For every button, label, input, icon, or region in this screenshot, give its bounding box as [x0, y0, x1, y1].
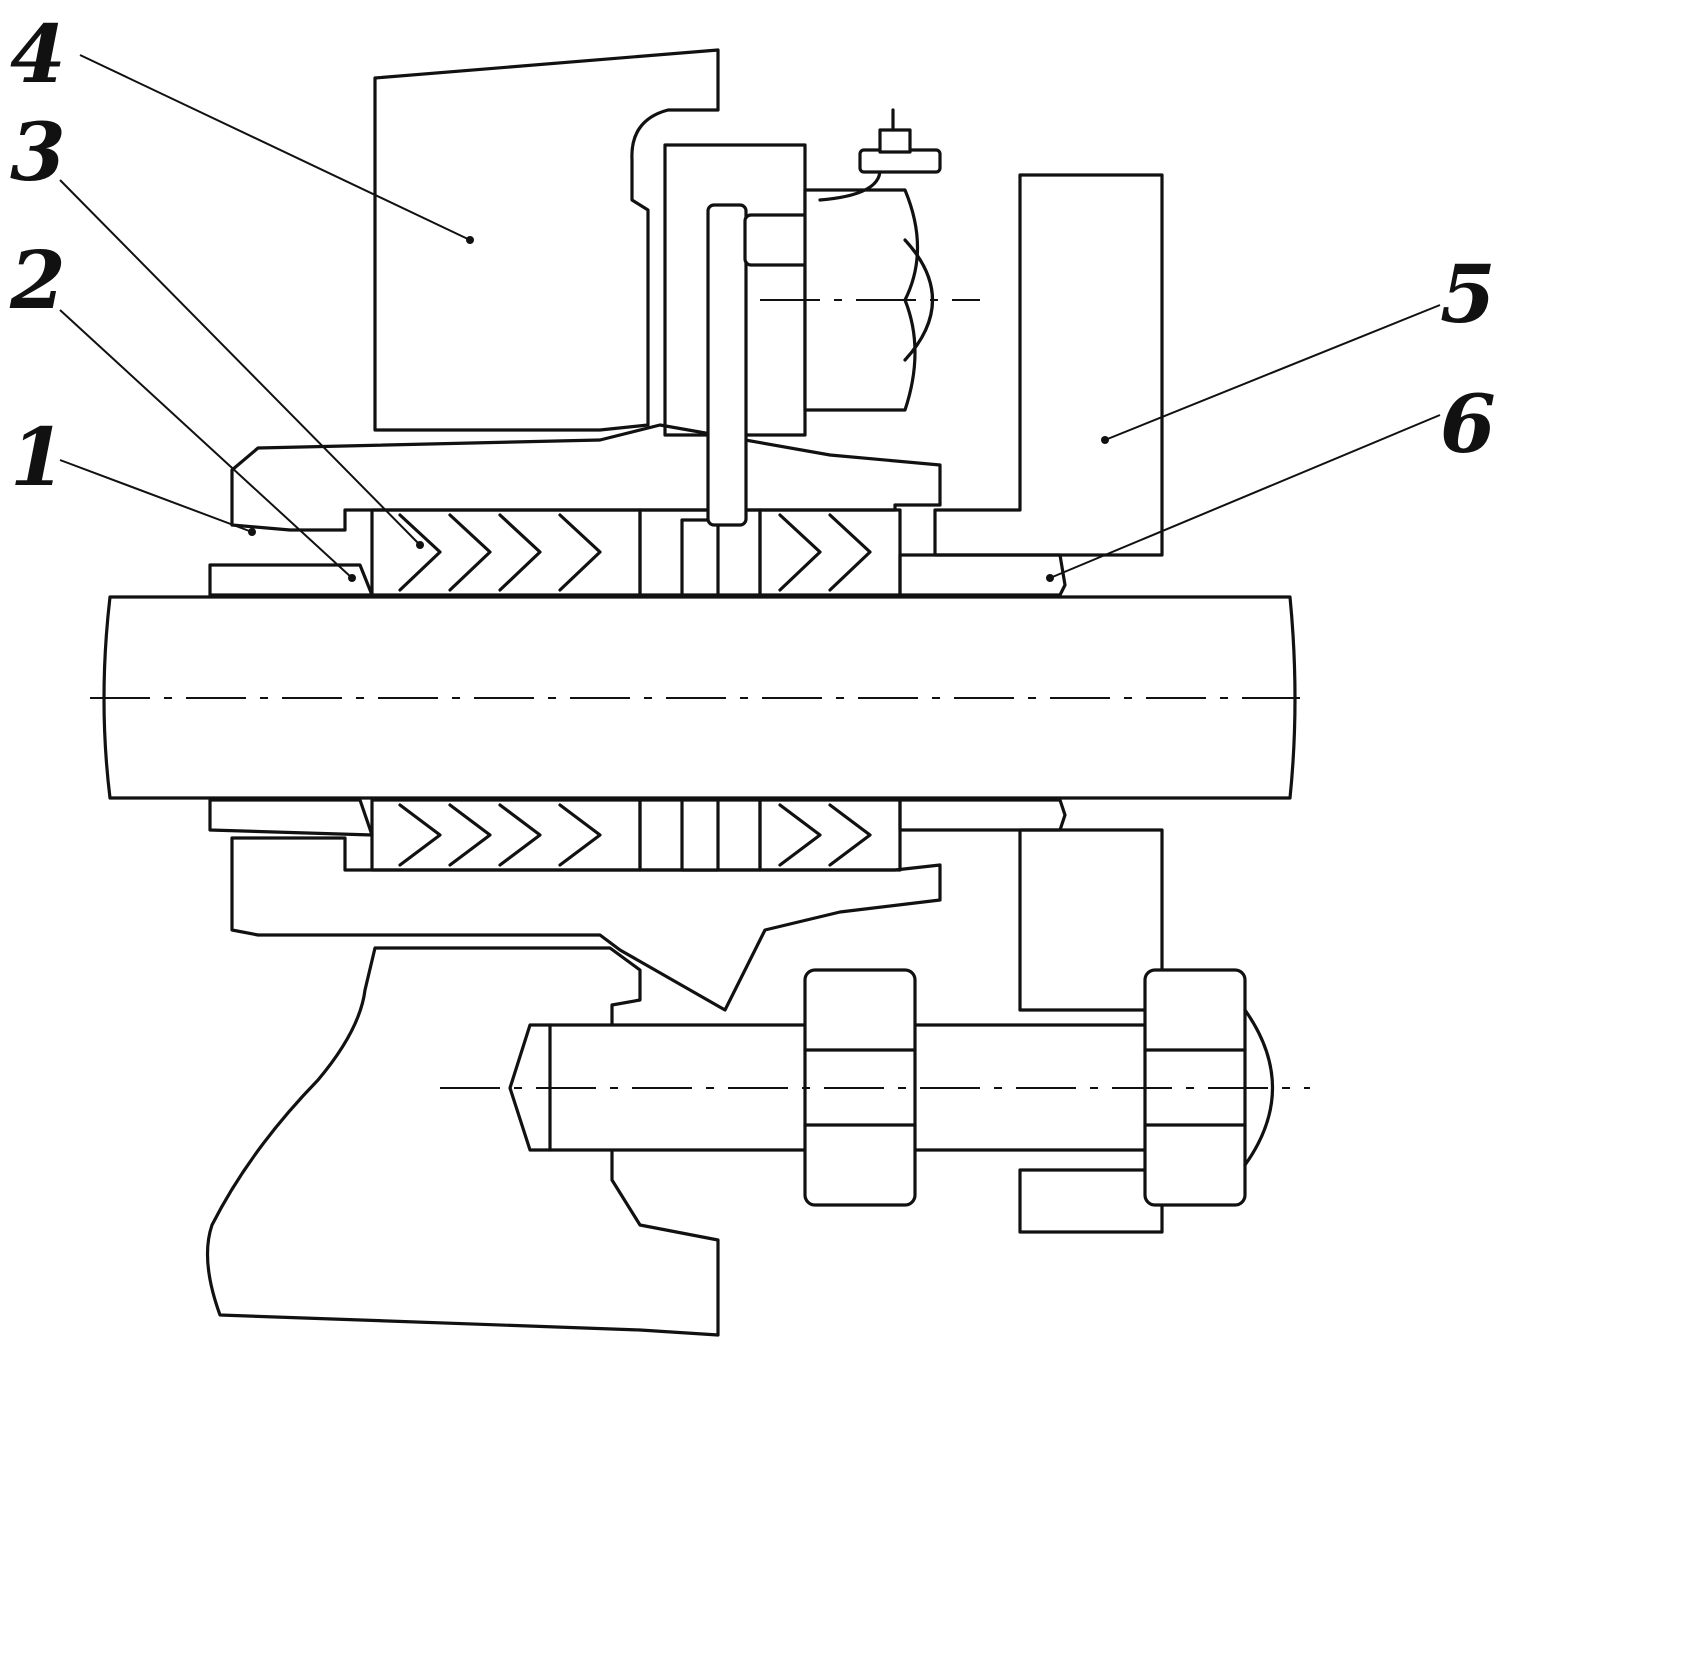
- callout-3: 3: [10, 105, 66, 199]
- callout-6: 6: [1440, 377, 1496, 471]
- bottom-bush-lower: [208, 798, 374, 837]
- callout-1: 1: [10, 410, 66, 504]
- bottom-bush-upper: [208, 563, 374, 597]
- lubrication-fitting: [663, 108, 980, 527]
- callout-2: 2: [9, 233, 66, 327]
- callout-5: 5: [1440, 247, 1496, 341]
- packing-rings-upper: [370, 508, 902, 597]
- gland-follower-lower: [898, 798, 1067, 832]
- stuffing-box-body-upper: [230, 423, 942, 532]
- lantern-ring-lower: [638, 798, 762, 872]
- shaft: [90, 595, 1300, 800]
- gland-follower-upper: [898, 553, 1067, 597]
- gland-flange-upper: [933, 173, 1164, 557]
- callout-4: 4: [10, 7, 66, 101]
- housing-wall-upper: [373, 48, 720, 432]
- gland-stud-bolt: [440, 968, 1310, 1207]
- lantern-ring-upper: [638, 508, 762, 597]
- leader-lines: [59, 54, 1441, 582]
- packing-rings-lower: [370, 798, 902, 872]
- housing-wall-lower: [205, 946, 720, 1337]
